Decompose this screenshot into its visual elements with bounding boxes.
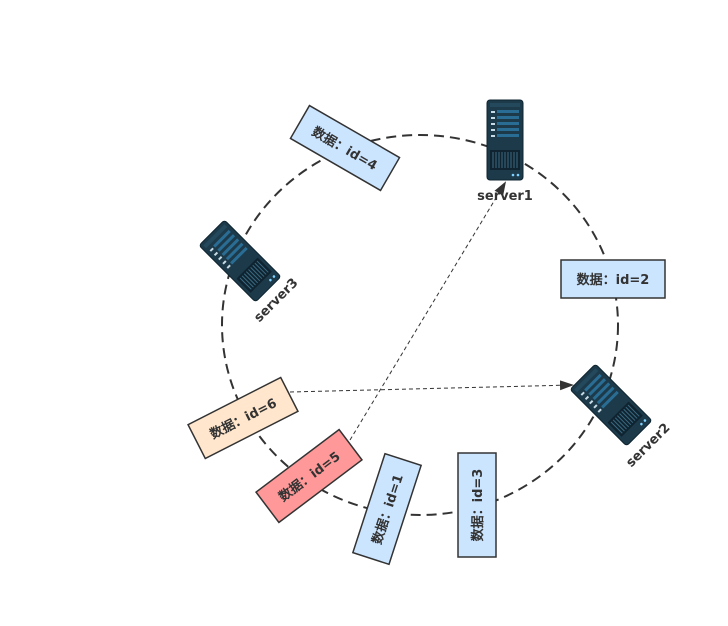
edge-d6-to-server2 xyxy=(289,380,574,393)
data-item-label: 数据：id=2 xyxy=(577,272,650,288)
data-item-id-3: 数据：id=3 xyxy=(457,452,497,558)
data-item-label: 数据：id=3 xyxy=(470,469,486,542)
data-item-id-6: 数据：id=6 xyxy=(187,376,299,460)
server1: server1 xyxy=(477,99,533,204)
data-item-id-5: 数据：id=5 xyxy=(254,428,364,524)
server2: server2 xyxy=(569,363,674,471)
hash-ring xyxy=(221,134,619,516)
data-item-id-1: 数据：id=1 xyxy=(351,452,423,566)
data-item-id-2: 数据：id=2 xyxy=(560,259,666,299)
server-icon xyxy=(486,99,524,181)
server3: server3 xyxy=(198,219,302,326)
data-item-id-4: 数据：id=4 xyxy=(289,104,401,192)
edge-d5-to-server1 xyxy=(349,181,507,441)
server1-label: server1 xyxy=(477,189,533,204)
server-icon xyxy=(198,219,282,303)
